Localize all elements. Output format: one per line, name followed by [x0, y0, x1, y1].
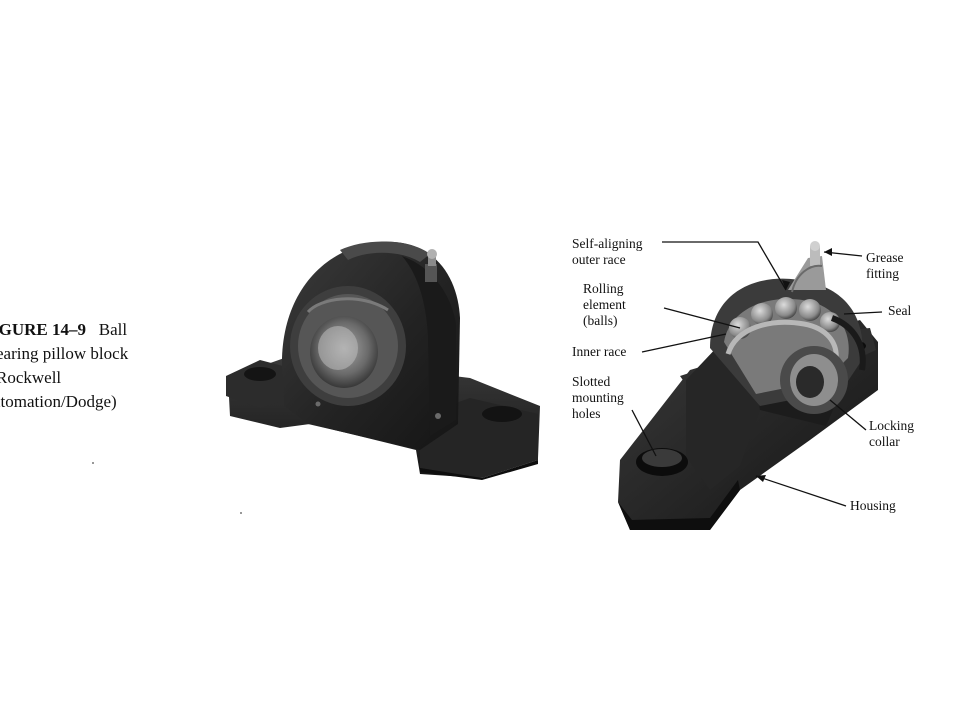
label-inner-race: Inner race	[572, 344, 627, 359]
bearing-insert	[290, 286, 406, 406]
scan-speck	[240, 512, 242, 514]
figure-caption-text: IGURE 14–9 Ball earing pillow block Rock…	[0, 318, 128, 414]
label-self-aligning-outer-race: Self-aligning outer race	[572, 236, 643, 267]
label-slotted-mounting-holes: Slotted mounting holes	[572, 374, 624, 421]
grease-fitting-left	[425, 249, 437, 282]
callout-leader-lines	[631, 241, 883, 507]
label-housing: Housing	[850, 498, 896, 513]
caption-line-1: IGURE 14–9 Ball	[0, 318, 128, 342]
label-rolling-element: Rolling element (balls)	[583, 281, 626, 328]
cutaway-grease-fitting	[788, 241, 826, 293]
scan-speck	[92, 462, 94, 464]
caption-line-4: utomation/Dodge)	[0, 392, 117, 411]
label-locking-collar: Locking collar	[869, 418, 914, 449]
pillow-block-photo	[226, 241, 540, 480]
callout-arrowheads	[756, 248, 832, 482]
label-seal: Seal	[888, 303, 912, 318]
pillow-block-cutaway-photo	[618, 241, 883, 530]
caption-title-word: Ball	[98, 320, 128, 339]
caption-line-3: Rockwell	[0, 368, 62, 387]
figure-caption: IGURE 14–9 Ball earing pillow block Rock…	[0, 318, 250, 418]
cutaway-bearing	[710, 278, 866, 414]
figure-number: IGURE 14–9	[0, 320, 86, 339]
label-grease-fitting: Grease fitting	[866, 250, 904, 281]
caption-line-2: earing pillow block	[0, 344, 129, 363]
